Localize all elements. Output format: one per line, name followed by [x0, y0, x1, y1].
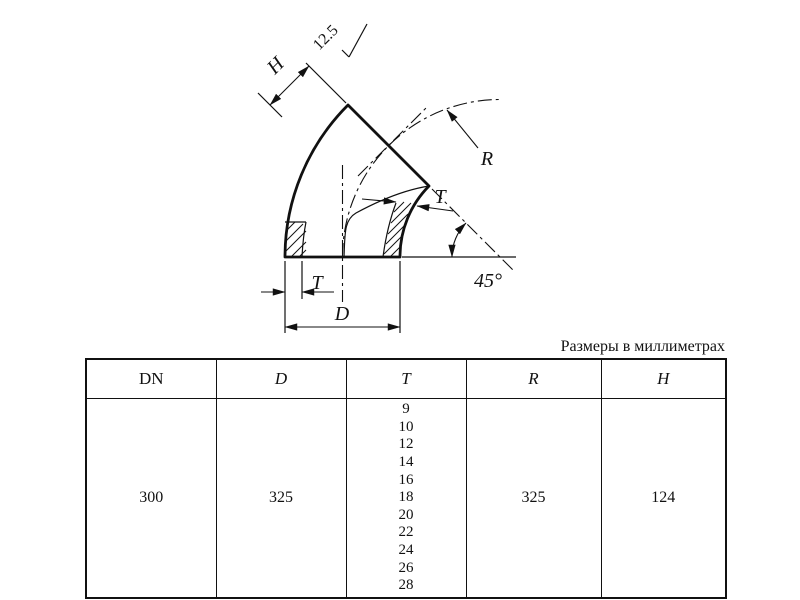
- label-t-bottom: T: [311, 272, 324, 294]
- dim-angle: 45°: [402, 222, 516, 292]
- bend-centerline-arc: [341, 98, 501, 258]
- label-h: H: [262, 52, 290, 80]
- t-value: 24: [398, 541, 414, 558]
- cell-d: 325: [215, 398, 347, 599]
- col-header-h: H: [600, 358, 727, 399]
- t-value: 16: [398, 471, 414, 488]
- label-roughness: 12.5: [310, 22, 342, 54]
- col-header-r: R: [465, 358, 602, 399]
- t-value: 22: [398, 524, 414, 541]
- section-hatch-middle: [383, 201, 412, 258]
- dimensions-table: DN D T R H 300 325 9 10 12 14 16 18 20: [85, 358, 727, 599]
- t-value: 14: [398, 454, 414, 471]
- table-row: 300 325 9 10 12 14 16 18 20 22 24 26 28 …: [85, 398, 727, 599]
- roughness-mark: 12.5: [310, 22, 368, 58]
- dim-r: R: [446, 109, 493, 170]
- centerlines: [341, 98, 515, 302]
- cell-dn: 300: [85, 398, 217, 599]
- table-header-row: DN D T R H: [85, 358, 727, 399]
- t-value: 18: [398, 489, 414, 506]
- t-value: 12: [398, 436, 414, 453]
- elbow-drawing: H 12.5 R T 45°: [257, 22, 516, 333]
- label-d: D: [334, 303, 350, 325]
- units-note: Размеры в миллиметрах: [560, 338, 725, 355]
- elbow-outline: [283, 103, 431, 259]
- dim-h: H: [257, 52, 347, 118]
- dim-t-bottom: T: [261, 261, 334, 333]
- cell-h: 124: [600, 398, 727, 599]
- dim-t-upper: T: [361, 186, 454, 212]
- t-value: 10: [398, 418, 414, 435]
- cell-r: 325: [465, 398, 602, 599]
- t-value: 20: [398, 506, 414, 523]
- t-value: 26: [398, 559, 414, 576]
- label-angle: 45°: [474, 270, 502, 292]
- label-t-upper: T: [434, 186, 447, 208]
- col-header-dn: DN: [85, 358, 217, 399]
- t-value: 9: [402, 401, 410, 418]
- section-hatch-left: [285, 221, 307, 258]
- dim-d: D: [284, 261, 401, 333]
- col-header-d: D: [215, 358, 347, 399]
- face-extension-centerline: [431, 188, 515, 272]
- cell-t-list: 9 10 12 14 16 18 20 22 24 26 28: [345, 398, 467, 599]
- t-value: 28: [398, 577, 414, 594]
- col-header-t: T: [345, 358, 467, 399]
- end-axis-centerline: [357, 105, 429, 177]
- label-r: R: [480, 148, 493, 170]
